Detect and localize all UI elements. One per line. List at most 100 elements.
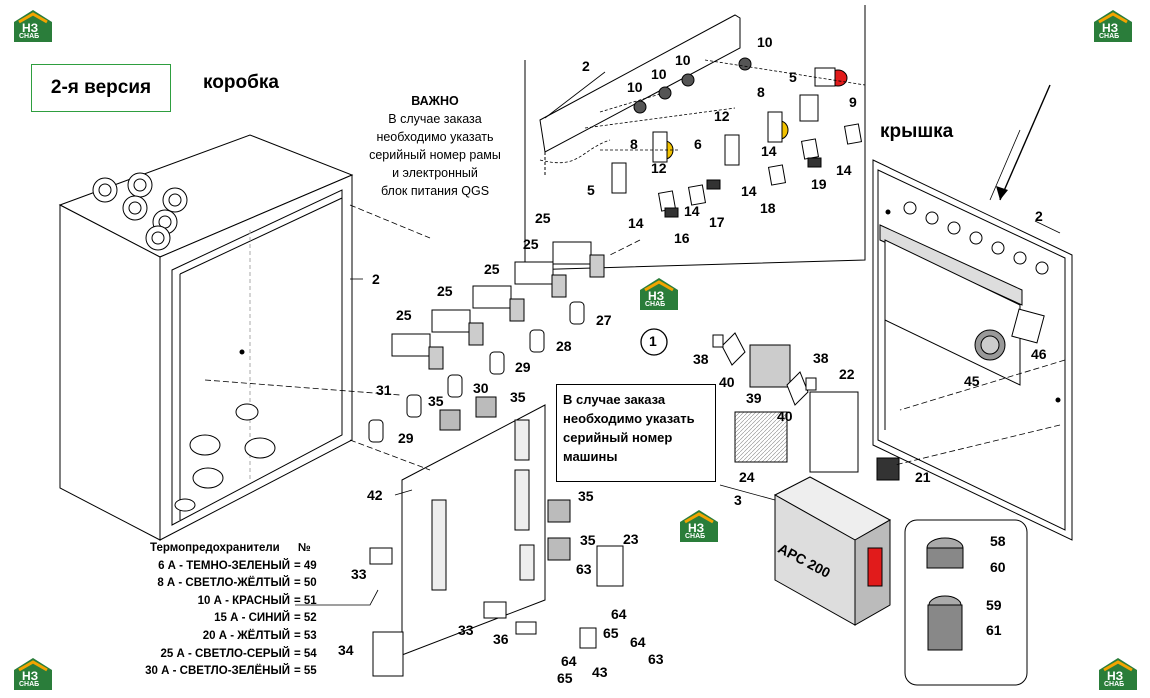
important-line: В случае заказа: [388, 112, 482, 126]
callout-16: 16: [674, 230, 690, 246]
legend-item-name: 15 А - СИНИЙ: [214, 612, 290, 625]
callout-30: 30: [473, 380, 489, 396]
callout-35: 35: [580, 532, 596, 548]
brand-logo-mid: НЗ СНАБ: [676, 508, 722, 542]
callout-31: 31: [376, 382, 392, 398]
main-circuit-board: [369, 396, 624, 677]
callout-27: 27: [596, 312, 612, 328]
callout-14: 14: [741, 183, 757, 199]
terminal-parts: [712, 332, 900, 481]
relay-modules: [391, 241, 605, 370]
logo-subtext: СНАБ: [645, 301, 666, 308]
thermal-fuses: [368, 301, 585, 443]
callout-38: 38: [813, 350, 829, 366]
assembly-dashed-lines: [204, 204, 1066, 471]
connector-detail: [904, 519, 1028, 686]
apc-200-unit: [773, 476, 892, 626]
legend-header-name: Термопредохранители: [150, 542, 280, 554]
callout-60: 60: [990, 559, 1006, 575]
callout-42: 42: [367, 487, 383, 503]
callout-1: 1: [649, 333, 657, 349]
legend-item-num: = 55: [294, 665, 317, 678]
callout-28: 28: [556, 338, 572, 354]
important-line: серийный номер рамы: [369, 148, 501, 162]
callout-43: 43: [592, 664, 608, 680]
cable-glands: [92, 172, 188, 251]
callout-35: 35: [428, 393, 444, 409]
callout-33: 33: [458, 622, 474, 638]
callout-64: 64: [561, 653, 577, 669]
brand-logo-top-left: НЗ СНАБ: [10, 8, 56, 42]
callout-9: 9: [849, 94, 857, 110]
note-line: В случае заказа: [563, 392, 666, 407]
panel-dashed-leaders: [539, 59, 866, 164]
callout-38: 38: [693, 351, 709, 367]
logo-text: НЗ: [1107, 669, 1124, 683]
panel-buttons: [611, 57, 848, 194]
brand-logo-center: НЗ СНАБ: [636, 276, 682, 310]
legend-item-name: 20 А - ЖЁЛТЫЙ: [202, 629, 290, 642]
fuse-legend: Термопредохранители № 6 А - ТЕМНО-ЗЕЛЕНЫ…: [140, 540, 338, 681]
callout-14: 14: [628, 215, 644, 231]
legend-item-num: = 52: [294, 612, 317, 625]
callout-58: 58: [990, 533, 1006, 549]
important-line: необходимо указать: [376, 130, 494, 144]
legend-item-num: = 54: [294, 647, 317, 660]
callout-17: 17: [709, 214, 725, 230]
callout-63: 63: [576, 561, 592, 577]
callout-10: 10: [651, 66, 667, 82]
callout-3: 3: [734, 492, 742, 508]
callout-34: 34: [338, 642, 354, 658]
callout-59: 59: [986, 597, 1002, 613]
callout-2: 2: [372, 271, 380, 287]
callout-36: 36: [493, 631, 509, 647]
brand-logo-bottom-left: НЗ СНАБ: [10, 656, 56, 690]
version-label: 2-я версия: [31, 64, 171, 112]
leader-lines: [295, 71, 1061, 606]
callout-46: 46: [1031, 346, 1047, 362]
callout-23: 23: [623, 531, 639, 547]
callout-45: 45: [964, 373, 980, 389]
legend-item-num: = 50: [294, 577, 317, 590]
callout-12: 12: [651, 160, 667, 176]
legend-item-name: 25 А - СВЕТЛО-СЕРЫЙ: [160, 647, 290, 660]
callout-14: 14: [684, 203, 700, 219]
logo-subtext: СНАБ: [19, 681, 40, 688]
callout-14: 14: [761, 143, 777, 159]
brand-logo-bottom-right: НЗ СНАБ: [1095, 656, 1141, 690]
callout-40: 40: [719, 374, 735, 390]
callout-29: 29: [515, 359, 531, 375]
callout-8: 8: [630, 136, 638, 152]
lid-arrowhead: [996, 186, 1008, 200]
callout-25: 25: [523, 236, 539, 252]
important-line: и электронный: [392, 166, 478, 180]
callout-35: 35: [510, 389, 526, 405]
callout-25: 25: [396, 307, 412, 323]
box-title: коробка: [203, 72, 279, 93]
callout-29: 29: [398, 430, 414, 446]
callout-2: 2: [1035, 208, 1043, 224]
panel-tags: [657, 123, 863, 218]
note-line: машины: [563, 449, 618, 464]
callout-65: 65: [557, 670, 573, 686]
callout-65: 65: [603, 625, 619, 641]
lid-title: крышка: [880, 121, 954, 142]
callout-25: 25: [484, 261, 500, 277]
callout-10: 10: [757, 34, 773, 50]
important-title: ВАЖНО: [411, 94, 459, 108]
logo-subtext: СНАБ: [685, 533, 706, 540]
callout-8: 8: [757, 84, 765, 100]
callout-35: 35: [578, 488, 594, 504]
logo-text: НЗ: [688, 521, 705, 535]
callout-21: 21: [915, 469, 931, 485]
callout-24: 24: [739, 469, 755, 485]
callout-10: 10: [627, 79, 643, 95]
switch-panel-plate: [539, 14, 741, 175]
callout-40: 40: [777, 408, 793, 424]
important-line: блок питания QGS: [380, 184, 490, 198]
order-note-box: В случае заказа необходимо указать серий…: [556, 384, 716, 482]
legend-item-num: = 51: [294, 594, 317, 607]
lid-arrow: [999, 84, 1051, 201]
note-line: необходимо указать: [563, 411, 695, 426]
